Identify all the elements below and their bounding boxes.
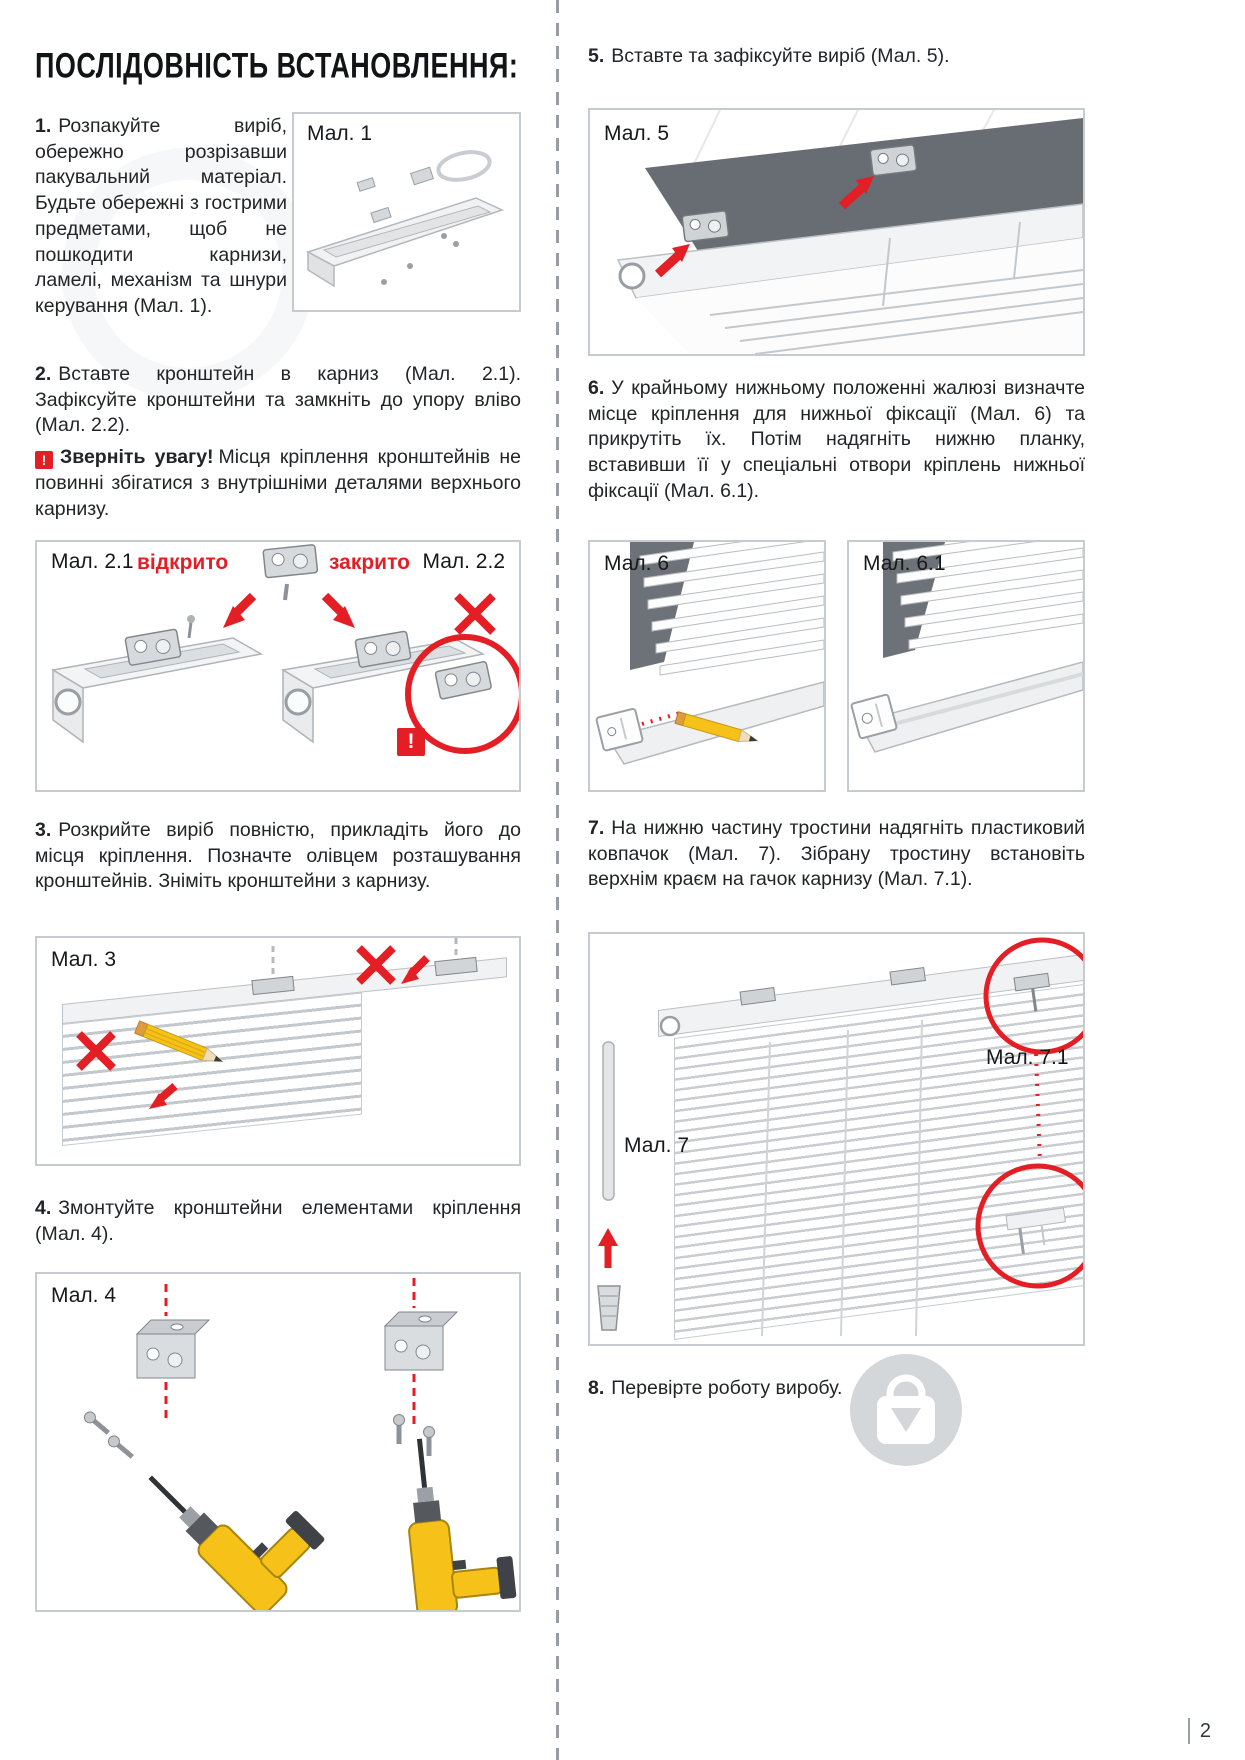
warning-title: Зверніть увагу! (60, 446, 214, 469)
drill-icon (136, 1421, 333, 1610)
figure-3-illustration (76, 938, 458, 1109)
bracket-icon (262, 543, 319, 579)
step-7-text: На нижню частину тростини надягніть плас… (588, 817, 1085, 891)
figure-7-label: Мал. 7 (624, 1134, 690, 1157)
figure-2-box: Мал. 2.1 відкрито закрито Мал. 2.2 ! (35, 540, 521, 792)
column-divider (556, 0, 559, 1760)
figure-6-1-box: Мал. 6.1 (847, 540, 1085, 792)
warning-circle-icon (405, 634, 519, 754)
figure-6-1-illustration (850, 542, 1083, 753)
figure-6-label: Мал. 6 (604, 552, 670, 575)
carrier-icon (889, 967, 926, 986)
figure-2-1-label: Мал. 2.1 (51, 550, 134, 573)
pencil-icon (674, 711, 759, 743)
figure-6-illustration (595, 542, 824, 765)
step-8: 8. Перевірте роботу виробу. (588, 1376, 1085, 1402)
figure-7-illustration (597, 937, 1083, 1337)
figure-4-illustration (37, 1278, 519, 1610)
figure-5-label: Мал. 5 (604, 122, 670, 145)
red-dotted-line (1034, 1053, 1042, 1165)
bottom-rail-icon (857, 661, 1083, 753)
page-title: ПОСЛІДОВНІСТЬ ВСТАНОВЛЕННЯ: (35, 46, 519, 86)
step-4: 4.Змонтуйте кронштейни елементами кріпле… (35, 1196, 521, 1247)
figure-1-illustration (306, 150, 505, 288)
screw-icon (424, 1427, 435, 1457)
figure-7-box: Мал. 7 Мал. 7.1 (588, 932, 1085, 1346)
step-6-number: 6. (588, 377, 605, 399)
red-arrow-icon (654, 250, 684, 278)
warning-text: Місця кріплення кронштейнів не повинні з… (35, 446, 521, 520)
step-6-text: У крайньому нижньому положенні жалюзі ви… (588, 377, 1085, 502)
screw-icon (394, 1415, 405, 1445)
step-3-number: 3. (35, 819, 52, 841)
figure-4-label: Мал. 4 (51, 1284, 117, 1307)
red-arrow-left-icon (231, 592, 257, 618)
brand-watermark-logo (850, 1354, 962, 1466)
red-dotted-line (641, 710, 685, 726)
step-5: 5. Вставте та зафіксуйте виріб (Мал. 5). (588, 44, 1085, 70)
bracket-icon (869, 143, 918, 177)
step-5-number: 5. (588, 45, 605, 67)
figure-2-open-label: відкрито (137, 551, 229, 574)
cord-loop-icon (436, 150, 492, 182)
bracket-icon (681, 209, 730, 243)
step-8-text: Перевірте роботу виробу. (611, 1377, 843, 1399)
step-3-text: Розкрийте виріб повністю, прикладіть йог… (35, 819, 521, 893)
step-2-warning: ! Зверніть увагу!Місця кріплення кронштей… (35, 445, 521, 522)
figure-1-label: Мал. 1 (307, 122, 373, 145)
figure-2-illustration (50, 543, 519, 754)
step-2-text: Вставте кронштейн в карниз (Мал. 2.1). З… (35, 363, 521, 437)
carrier-icon (739, 987, 776, 1006)
step-5-text: Вставте та зафіксуйте виріб (Мал. 5). (611, 45, 950, 67)
drill-icon (400, 1431, 518, 1610)
fixation-clip-icon (595, 707, 644, 752)
plastic-cap-icon (597, 1285, 621, 1331)
step-4-text: Змонтуйте кронштейни елементами кріпленн… (35, 1197, 521, 1245)
pencil-icon (134, 1020, 224, 1063)
detail-circle-icon (983, 937, 1083, 1055)
step-7-number: 7. (588, 817, 605, 839)
figure-7-1-label: Мал. 7.1 (986, 1046, 1069, 1069)
screw-icon (106, 1434, 136, 1461)
screw-icon (82, 1410, 112, 1437)
step-2-paragraph: 2.Вставте кронштейн в карниз (Мал. 2.1).… (35, 362, 521, 439)
figure-2-2-label: Мал. 2.2 (422, 550, 505, 573)
figure-2-closed-label: закрито (329, 551, 410, 574)
tilt-wand-icon (602, 1041, 615, 1201)
figure-5-box: Мал. 5 (588, 108, 1085, 356)
step-8-number: 8. (588, 1377, 605, 1399)
step-2: 2.Вставте кронштейн в карниз (Мал. 2.1).… (35, 362, 521, 522)
step-2-number: 2. (35, 363, 52, 385)
detail-circle-icon (975, 1163, 1083, 1289)
warning-icon: ! (35, 451, 53, 470)
exclamation-badge: ! (397, 728, 425, 756)
figure-1-box: Мал. 1 (292, 112, 521, 312)
figure-5-illustration (616, 110, 1083, 354)
step-7: 7.На нижню частину тростини надягніть пл… (588, 816, 1085, 893)
fixation-clip-icon (850, 693, 898, 740)
bracket-icon (136, 1319, 210, 1379)
step-1-text: Розпакуйте виріб, обережно розрізавши па… (35, 115, 287, 318)
step-1: 1.Розпакуйте виріб, обережно розрізавши … (35, 114, 287, 320)
figure-3-label: Мал. 3 (51, 948, 117, 971)
step-1-number: 1. (35, 115, 52, 137)
figure-6-box: Мал. 6 (588, 540, 826, 792)
bracket-icon (384, 1311, 458, 1371)
red-arrow-right-icon (321, 592, 347, 618)
figure-6-1-label: Мал. 6.1 (863, 552, 946, 575)
hook-detail (1013, 972, 1051, 1012)
step-3: 3.Розкрийте виріб повністю, прикладіть й… (35, 818, 521, 895)
page-number: 2 (1187, 1718, 1211, 1744)
step-4-number: 4. (35, 1197, 52, 1219)
figure-4-box: Мал. 4 (35, 1272, 521, 1612)
step-6: 6.У крайньому нижньому положенні жалюзі … (588, 376, 1085, 505)
red-arrow-icon (838, 182, 868, 210)
wand-hook-detail (1005, 1207, 1066, 1255)
figure-3-box: Мал. 3 (35, 936, 521, 1166)
